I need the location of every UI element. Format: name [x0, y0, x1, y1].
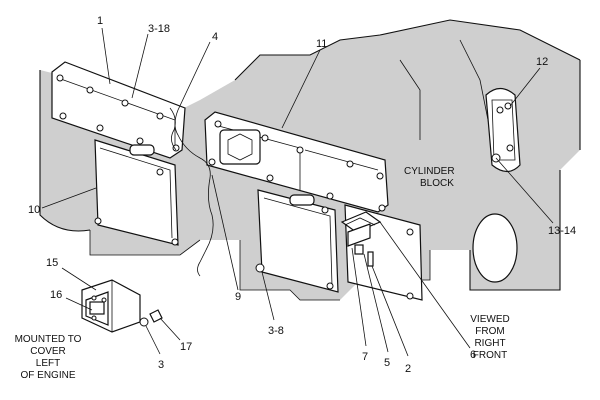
note-of-engine: OF ENGINE: [20, 370, 75, 381]
bracket-assembly: [340, 211, 382, 267]
bolt-17: [149, 309, 163, 323]
callout-3-8: 3-8: [268, 325, 284, 337]
note-viewed-from: VIEWED FROM RIGHT FRONT: [470, 314, 509, 361]
callout-16: 16: [50, 289, 62, 301]
lower-center-cover: [255, 189, 339, 293]
note-cylinder-block: CYLINDER BLOCK: [404, 166, 455, 189]
left-upper-cover: [51, 61, 186, 159]
callout-2: 2: [405, 363, 411, 375]
callout-11: 11: [316, 38, 327, 50]
bracket-15: [81, 279, 141, 333]
washer-3: [139, 317, 149, 327]
callout-17: 17: [180, 341, 192, 353]
callout-6: 6: [470, 349, 476, 361]
callout-3: 3: [158, 359, 164, 371]
callout-9: 9: [235, 291, 241, 303]
center-cover-port: [219, 129, 261, 165]
note-mounted-to: MOUNTED TO COVER LEFT OF ENGINE: [15, 334, 82, 381]
callout-4: 4: [212, 31, 218, 43]
callout-10: 10: [28, 204, 40, 216]
left-lower-cover: [94, 139, 179, 246]
cover-slot: [129, 144, 155, 156]
callout-15: 15: [46, 257, 58, 269]
right-small-cover: [485, 87, 521, 173]
lower-cover-slot: [289, 194, 315, 206]
wiring-harness: [174, 109, 214, 263]
note-from: FROM: [475, 326, 504, 337]
note-viewed: VIEWED: [470, 314, 509, 325]
leader-lines: [41, 27, 554, 357]
callout-12: 12: [536, 56, 548, 68]
note-cover: COVER: [30, 346, 66, 357]
callout-13-14: 13-14: [548, 225, 576, 237]
wiring-harness-2: [197, 261, 201, 277]
note-cylinder: CYLINDER: [404, 166, 455, 177]
callout-5: 5: [384, 357, 390, 369]
callout-3-18: 3-18: [148, 23, 170, 35]
note-front: FRONT: [473, 350, 507, 361]
note-block: BLOCK: [420, 178, 454, 189]
note-mounted: MOUNTED TO: [15, 334, 82, 345]
callout-7: 7: [362, 351, 368, 363]
note-left: LEFT: [36, 358, 60, 369]
block-bore-hole: [472, 213, 518, 283]
note-right: RIGHT: [474, 338, 505, 349]
callout-1: 1: [97, 15, 103, 27]
callout-labels: 1 3-18 4 11 12 10 13-14 15 16 17 3 9 3-8…: [28, 15, 576, 375]
center-cover: [204, 111, 389, 213]
